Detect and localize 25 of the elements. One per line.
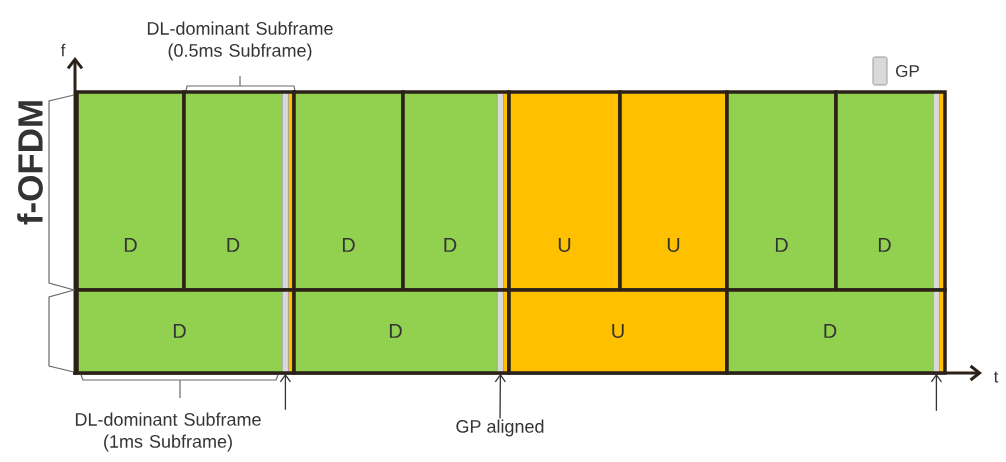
arrow (930, 373, 943, 412)
subframe-box: D (725, 288, 947, 375)
gp-strip (933, 290, 940, 374)
axis-label: f (60, 43, 66, 57)
subframe-box: D (75, 90, 186, 292)
subframe-box: D (292, 90, 405, 292)
subframe-box: D (292, 288, 511, 375)
subframe-box: D (182, 90, 296, 292)
subframe-box: U (507, 90, 622, 292)
callout-text: GP aligned (456, 419, 544, 437)
axis-label: t (993, 371, 999, 383)
arrow (494, 373, 506, 420)
subframe-box: D (401, 90, 511, 292)
bracket-label: DL-dominant Subframe (1ms Subframe) (75, 412, 261, 452)
subframe-box: D (834, 90, 947, 292)
side-label: f-OFDM (17, 101, 43, 225)
subframe-box: D (725, 90, 838, 292)
subframe-box: U (507, 288, 729, 375)
subframe-box: D (75, 288, 296, 375)
gp-strip (497, 290, 504, 374)
arrow (279, 373, 292, 411)
subframe-box: U (618, 90, 729, 292)
gp-strip (282, 290, 289, 374)
bracket-label: DL-dominant Subframe (0.5ms Subframe) (147, 21, 333, 61)
legend-label: GP (896, 64, 919, 77)
